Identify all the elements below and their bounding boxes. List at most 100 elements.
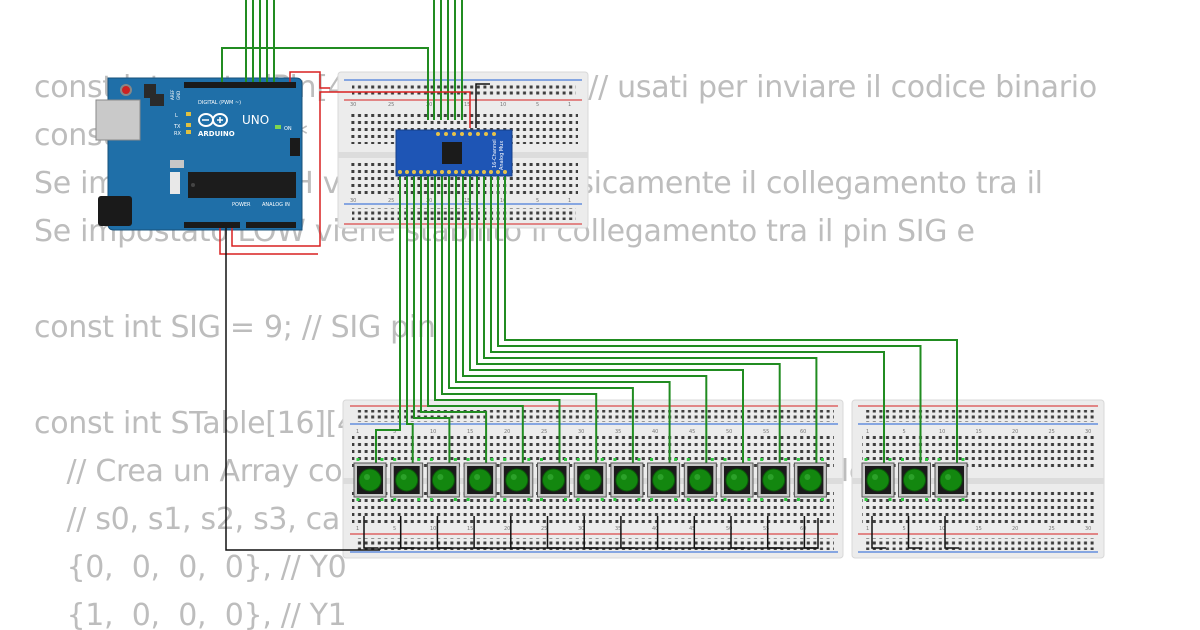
pushbutton[interactable] (573, 458, 607, 501)
bb-number: 1 (356, 429, 359, 435)
pushbutton[interactable] (861, 458, 895, 501)
bb-top-number: 1 (568, 198, 571, 204)
mux-pin (436, 132, 440, 136)
mux-pin (484, 132, 488, 136)
mux-channel-wire (476, 172, 781, 463)
pushbutton[interactable] (898, 458, 931, 501)
bb-number: 20 (504, 526, 510, 532)
pushbutton[interactable] (720, 458, 754, 501)
pushbutton[interactable] (757, 458, 791, 501)
pushbutton[interactable] (610, 458, 644, 501)
mux-pin (405, 170, 409, 174)
power-jack (98, 196, 132, 226)
bb-number: 5 (393, 526, 396, 532)
power-label: POWER (232, 202, 251, 208)
bb-number: 30 (1085, 429, 1091, 435)
bb-number: 40 (652, 526, 658, 532)
bb-top-number: 5 (536, 198, 539, 204)
bb-number: 25 (541, 526, 547, 532)
bb-top-number: 15 (464, 198, 470, 204)
pushbutton[interactable] (934, 458, 968, 501)
bb-number: 15 (976, 526, 982, 532)
bb-number: 15 (467, 526, 473, 532)
mux-pin (460, 132, 464, 136)
gnd-label: GND (176, 91, 181, 100)
mux-label-left: 16-Channel (492, 139, 498, 168)
mux-channel-wire (497, 172, 922, 463)
bb-number: 10 (430, 429, 436, 435)
atmega-chip (188, 172, 296, 198)
bb-number: 30 (578, 526, 584, 532)
mux-pin (468, 132, 472, 136)
bb-number: 45 (689, 429, 695, 435)
bb-number: 10 (939, 526, 945, 532)
mux-pin (492, 132, 496, 136)
pushbutton[interactable] (390, 458, 424, 501)
mux-channel-wire (375, 172, 401, 463)
wires (219, 0, 959, 551)
pushbutton[interactable] (793, 458, 827, 501)
bb-number: 30 (578, 429, 584, 435)
bb-top-number: 30 (350, 102, 356, 108)
mux-pin (419, 170, 423, 174)
mux-channel-wire (420, 172, 488, 463)
mux-channel-wire (427, 172, 524, 463)
bb-top-number: 20 (426, 198, 432, 204)
pushbutton[interactable] (500, 458, 534, 501)
l-led-label: L (175, 113, 178, 119)
ground-jumper (363, 516, 378, 549)
mux-pin (433, 170, 437, 174)
pushbutton[interactable] (463, 458, 497, 501)
ground-jumper (944, 516, 959, 549)
pushbutton[interactable] (353, 458, 387, 501)
bb-number: 45 (689, 526, 695, 532)
mux-channel-wire (483, 172, 818, 463)
bb-top-number: 30 (350, 198, 356, 204)
ground-rail-wire (380, 518, 819, 549)
mux-pin (447, 170, 451, 174)
bb-number: 10 (430, 526, 436, 532)
mux-pin (426, 170, 430, 174)
bb-number: 1 (866, 526, 869, 532)
mux-chip (442, 142, 462, 164)
bb-number: 10 (939, 429, 945, 435)
bb-number: 15 (976, 429, 982, 435)
mux-pin (452, 132, 456, 136)
mux-pin (440, 170, 444, 174)
mux-pin (496, 170, 500, 174)
bb-number: 1 (866, 429, 869, 435)
analog-mux-module[interactable]: 16-Channel Analog Mux (395, 129, 513, 177)
pushbutton[interactable] (683, 458, 717, 501)
bb-number: 50 (726, 526, 732, 532)
bb-top-number: 5 (536, 102, 539, 108)
aref-label: AREF (170, 89, 175, 100)
bb-number: 55 (763, 526, 769, 532)
on-label: ON (284, 126, 292, 132)
mux-pin (412, 170, 416, 174)
rx-label: RX (174, 131, 181, 137)
bb-number: 60 (800, 526, 806, 532)
reset-button[interactable] (120, 84, 132, 96)
mux-pin (475, 170, 479, 174)
mux-channel-wire (413, 172, 451, 463)
ground-jumper (907, 516, 923, 549)
bb-number: 5 (393, 429, 396, 435)
mux-channel-wire (441, 172, 598, 463)
bb-top-number: 1 (568, 102, 571, 108)
mux-pin (461, 170, 465, 174)
pushbutton[interactable] (647, 458, 681, 501)
bb-top-number: 25 (388, 198, 394, 204)
mux-pin (454, 170, 458, 174)
analog-header (246, 222, 296, 228)
bb-number: 20 (1012, 526, 1018, 532)
pushbutton[interactable] (426, 458, 460, 501)
pushbutton[interactable] (537, 458, 570, 501)
bb-number: 1 (356, 526, 359, 532)
mux-channel-wire (448, 172, 634, 463)
analog-label: ANALOG IN (262, 202, 290, 208)
bb-number: 5 (903, 526, 906, 532)
mux-pin (503, 170, 507, 174)
digital-label: DIGITAL (PWM ~) (198, 100, 241, 106)
arduino-uno-board[interactable]: DIGITAL (PWM ~) AREF GND L TX RX UNO ARD… (95, 77, 303, 231)
